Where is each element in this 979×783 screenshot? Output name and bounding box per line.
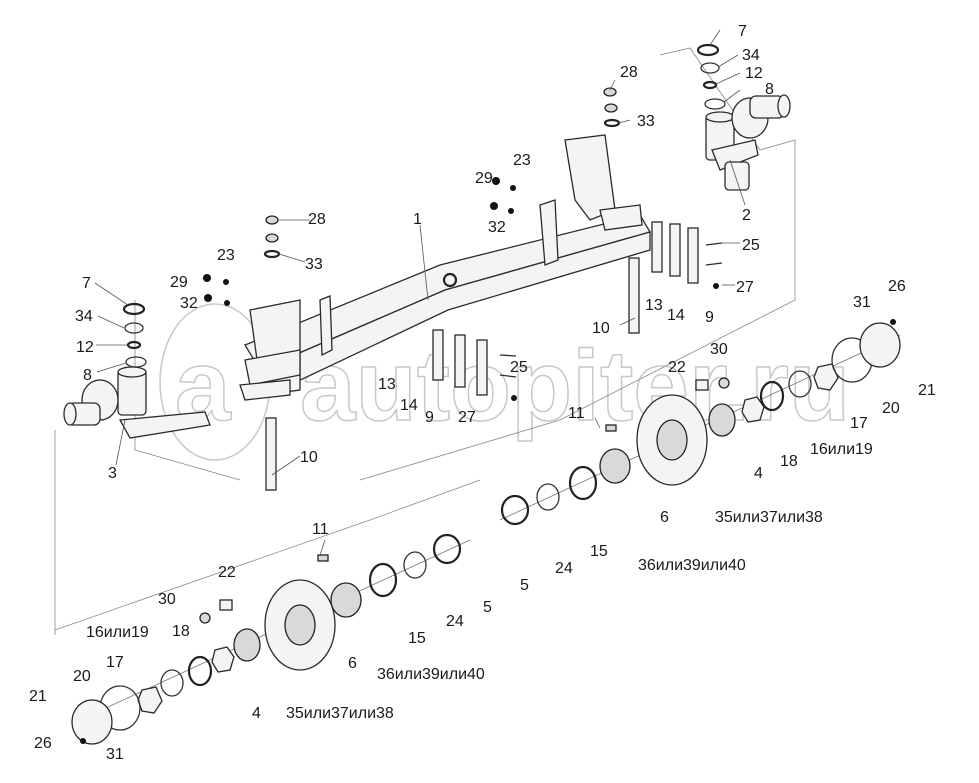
label-part-21-right: 21 bbox=[918, 382, 936, 399]
label-part-21-left: 21 bbox=[29, 688, 47, 705]
label-part-5-right: 5 bbox=[520, 577, 529, 594]
label-part-9-left: 9 bbox=[425, 409, 434, 426]
label-part-36-left: 36или39или40 bbox=[377, 666, 485, 683]
label-part-15-left: 15 bbox=[408, 630, 426, 647]
fasteners bbox=[203, 177, 516, 306]
shim-plates-right bbox=[651, 221, 723, 289]
label-part-11-right: 11 bbox=[568, 405, 585, 422]
left-hub-assembly bbox=[71, 533, 471, 745]
nut-stack-right bbox=[603, 87, 621, 128]
label-part-10-right: 10 bbox=[592, 320, 610, 337]
label-part-4-left: 4 bbox=[252, 705, 261, 722]
label-part-26-left: 26 bbox=[34, 735, 52, 752]
label-part-12-right: 12 bbox=[745, 65, 763, 82]
label-part-3: 3 bbox=[108, 465, 117, 482]
label-part-36-right: 36или39или40 bbox=[638, 557, 746, 574]
right-hub-assembly bbox=[499, 319, 901, 526]
label-part-14-left: 14 bbox=[400, 397, 418, 414]
label-part-10-left: 10 bbox=[300, 449, 318, 466]
group-outlines bbox=[54, 47, 796, 635]
label-part-11-left: 11 bbox=[312, 521, 329, 538]
label-part-4-right: 4 bbox=[754, 465, 763, 482]
label-part-9-right: 9 bbox=[705, 309, 714, 326]
label-part-28-right: 28 bbox=[620, 64, 638, 81]
label-part-35-right: 35или37или38 bbox=[715, 509, 823, 526]
label-part-6-left: 6 bbox=[348, 655, 357, 672]
label-part-28-left: 28 bbox=[308, 211, 326, 228]
label-part-31-left: 31 bbox=[106, 746, 124, 763]
label-part-24-right: 24 bbox=[555, 560, 573, 577]
label-part-26-right: 26 bbox=[888, 278, 906, 295]
left-steering-knuckle bbox=[63, 366, 211, 439]
label-part-22-left: 22 bbox=[218, 564, 236, 581]
label-part-15-right: 15 bbox=[590, 543, 608, 560]
label-part-32-left: 32 bbox=[180, 295, 198, 312]
label-part-20-left: 20 bbox=[73, 668, 91, 685]
label-part-23-right: 23 bbox=[513, 152, 531, 169]
label-part-18-right: 18 bbox=[780, 453, 798, 470]
axle-beam bbox=[239, 134, 651, 401]
label-part-33-right: 33 bbox=[637, 113, 655, 130]
label-part-20-right: 20 bbox=[882, 400, 900, 417]
label-part-27-left: 27 bbox=[458, 409, 476, 426]
shim-plates-left bbox=[432, 329, 517, 401]
right-steering-knuckle bbox=[705, 94, 791, 191]
label-part-27-right: 27 bbox=[736, 279, 754, 296]
label-part-7-left: 7 bbox=[82, 275, 91, 292]
label-part-34-left: 34 bbox=[75, 308, 93, 325]
label-part-24-left: 24 bbox=[446, 613, 464, 630]
label-part-6-right: 6 bbox=[660, 509, 669, 526]
label-part-13-left: 13 bbox=[378, 376, 396, 393]
label-part-30-left: 30 bbox=[158, 591, 176, 608]
label-part-1: 1 bbox=[413, 211, 422, 228]
label-part-8-right: 8 bbox=[765, 81, 774, 98]
label-part-16-right: 16или19 bbox=[810, 441, 873, 458]
nut-stack-left bbox=[263, 215, 281, 259]
label-part-23-left: 23 bbox=[217, 247, 235, 264]
label-part-8-left: 8 bbox=[83, 367, 92, 384]
label-part-18-left: 18 bbox=[172, 623, 190, 640]
right-washer-stack bbox=[696, 43, 726, 110]
label-part-16-left: 16или19 bbox=[86, 624, 149, 641]
king-pin-right bbox=[628, 257, 640, 334]
label-part-30-right: 30 bbox=[710, 341, 728, 358]
label-part-7-right: 7 bbox=[738, 23, 747, 40]
label-part-33-left: 33 bbox=[305, 256, 323, 273]
label-part-31-right: 31 bbox=[853, 294, 871, 311]
label-part-32-right: 32 bbox=[488, 219, 506, 236]
label-part-13-right: 13 bbox=[645, 297, 663, 314]
watermark-text: autopiter.ru bbox=[300, 330, 850, 442]
label-part-29-left: 29 bbox=[170, 274, 188, 291]
label-part-29-right: 29 bbox=[475, 170, 493, 187]
label-part-25-left: 25 bbox=[510, 359, 528, 376]
label-part-22-right: 22 bbox=[668, 359, 686, 376]
label-part-12-left: 12 bbox=[76, 339, 94, 356]
label-part-2: 2 bbox=[742, 207, 751, 224]
label-part-14-right: 14 bbox=[667, 307, 685, 324]
label-part-5-left: 5 bbox=[483, 599, 492, 616]
leader-lines bbox=[94, 29, 746, 556]
king-pin-left bbox=[265, 417, 277, 491]
part-labels: 1 2 3 4 4 5 5 6 6 7 7 8 8 9 9 10 10 11 1… bbox=[29, 23, 936, 763]
label-part-17-left: 17 bbox=[106, 654, 124, 671]
label-part-17-right: 17 bbox=[850, 415, 868, 432]
watermark: a autopiter.ru bbox=[159, 303, 851, 461]
label-part-35-left: 35или37или38 bbox=[286, 705, 394, 722]
label-part-34-right: 34 bbox=[742, 47, 760, 64]
left-washer-stack bbox=[122, 302, 147, 368]
label-part-25-right: 25 bbox=[742, 237, 760, 254]
